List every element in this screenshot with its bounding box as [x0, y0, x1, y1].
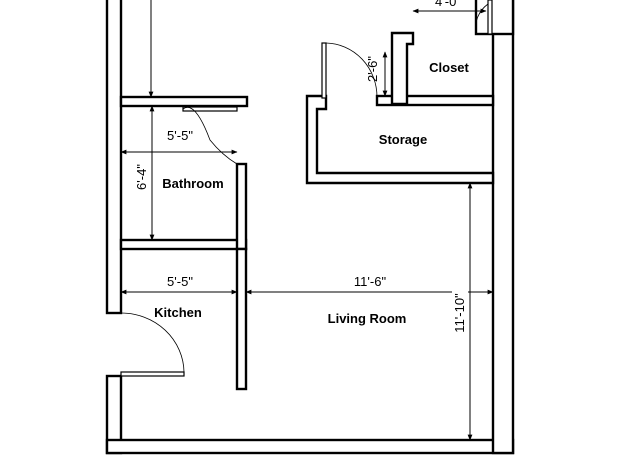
closet-depth-label: 2'-6" — [365, 56, 380, 82]
bathroom-top-wall — [119, 95, 249, 108]
dimension-lines — [120, 0, 494, 441]
room-label-living-room: Living Room — [328, 311, 407, 326]
walls — [105, 0, 515, 455]
exterior-wall-bottom — [105, 438, 515, 455]
storage-door-swing — [325, 42, 378, 98]
exterior-wall-right — [491, 0, 515, 455]
doors — [120, 0, 493, 377]
bathroom-door-icon — [182, 106, 238, 112]
room-label-kitchen: Kitchen — [154, 305, 202, 320]
kitchen-door-swing — [120, 312, 185, 373]
bathroom-width-label: 5'-5" — [167, 128, 193, 143]
bathroom-door-swing — [182, 107, 238, 165]
room-label-storage: Storage — [379, 132, 427, 147]
closet-door-icon — [487, 0, 493, 35]
living-room-width-label: 11'-6" — [354, 274, 387, 289]
kitchen-width-label: 5'-5" — [167, 274, 193, 289]
closet-width-label: 4'-0" — [435, 0, 461, 9]
room-label-bathroom: Bathroom — [162, 176, 223, 191]
storage-closet-wall — [305, 94, 495, 185]
bathroom-depth-label: 6'-4" — [134, 164, 149, 190]
bathroom-right-wall — [235, 162, 248, 251]
room-label-closet: Closet — [429, 60, 469, 75]
living-room-depth-label: 11'-10" — [452, 293, 467, 333]
kitchen-right-wall — [235, 247, 248, 391]
exterior-wall-left-upper — [105, 0, 123, 315]
exterior-wall-top-right — [474, 0, 515, 36]
bathroom-kitchen-wall — [119, 238, 248, 251]
storage-top-wall — [375, 94, 495, 107]
storage-door-icon — [321, 42, 327, 99]
closet-door-swing — [475, 3, 489, 35]
closet-left-wall — [390, 31, 415, 106]
kitchen-door-icon — [120, 371, 185, 377]
